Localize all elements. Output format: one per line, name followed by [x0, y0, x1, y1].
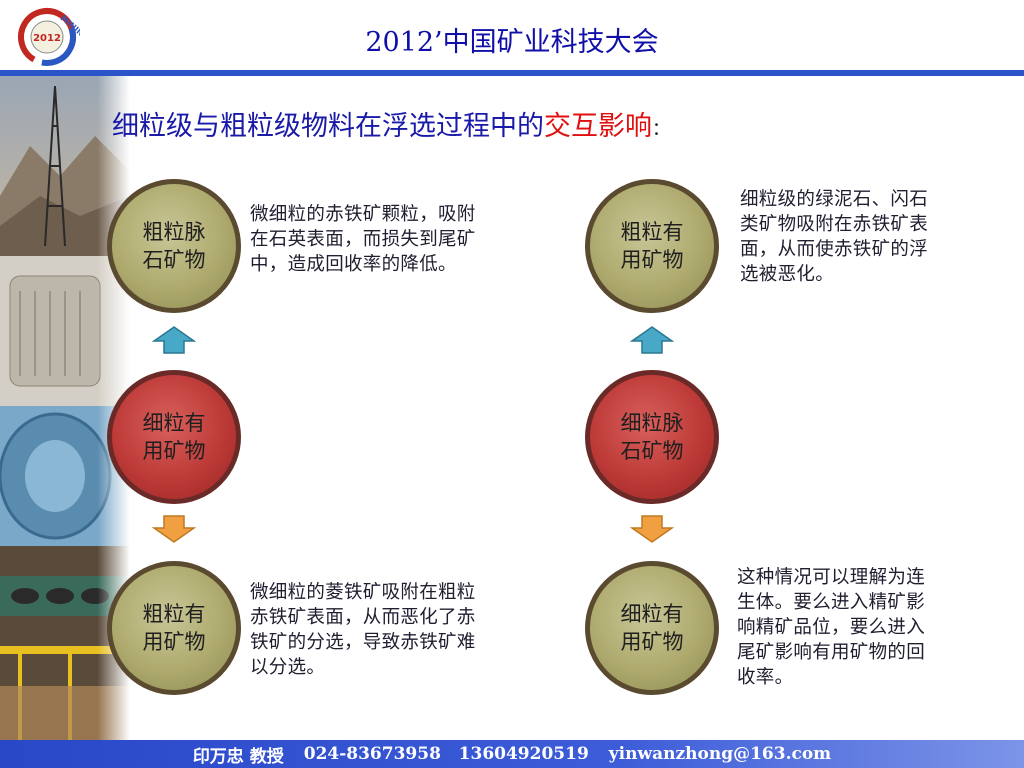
left-top-description: 微细粒的赤铁矿颗粒，吸附 在石英表面，而损失到尾矿 中，造成回收率的降低。 [250, 204, 476, 275]
circle-coarse-gangue: 粗粒脉石矿物 [107, 179, 241, 313]
slide-title-colon: ： [652, 119, 670, 140]
svg-text:2012: 2012 [33, 33, 61, 44]
arrow-up-icon [152, 326, 196, 354]
conference-title: 2012’中国矿业科技大会 [365, 27, 659, 58]
slide-title-main: 细粒级与粗粒级物料在浮选过程中的 [112, 111, 544, 142]
circle-fine-gangue: 细粒脉石矿物 [585, 370, 719, 504]
slide-title: 细粒级与粗粒级物料在浮选过程中的交互影响： [112, 104, 670, 143]
footer-presenter: 印万忠 教授 [192, 746, 284, 767]
slide-footer: 印万忠 教授 024-83673958 13604920519 yinwanzh… [0, 740, 1024, 768]
arrow-down-icon [630, 515, 674, 543]
circle-coarse-valuable: 粗粒有用矿物 [107, 561, 241, 695]
mining-logo-icon: 2012 MINING [17, 8, 80, 66]
header-divider [0, 70, 1024, 76]
arrow-down-icon [152, 515, 196, 543]
slide-title-highlight: 交互影响 [544, 111, 652, 142]
right-bottom-description: 这种情况可以理解为连 生体。要么进入精矿影 响精矿品位，要么进入 尾矿影响有用矿… [737, 567, 926, 688]
footer-phones: 024-83673958 13604920519 [303, 744, 589, 764]
footer-email: yinwanzhong@163.com [608, 744, 832, 764]
right-top-description: 细粒级的绿泥石、闪石 类矿物吸附在赤铁矿表 面，从而使赤铁矿的浮 选被恶化。 [740, 189, 929, 285]
slide-header: 2012 MINING 2012’中国矿业科技大会 [0, 0, 1024, 70]
circle-fine-valuable-right: 细粒有用矿物 [585, 561, 719, 695]
circle-coarse-valuable-right: 粗粒有用矿物 [585, 179, 719, 313]
arrow-up-icon [630, 326, 674, 354]
left-bottom-description: 微细粒的菱铁矿吸附在粗粒 赤铁矿表面，从而恶化了赤 铁矿的分选，导致赤铁矿难 以… [250, 582, 476, 678]
circle-fine-valuable: 细粒有用矿物 [107, 370, 241, 504]
